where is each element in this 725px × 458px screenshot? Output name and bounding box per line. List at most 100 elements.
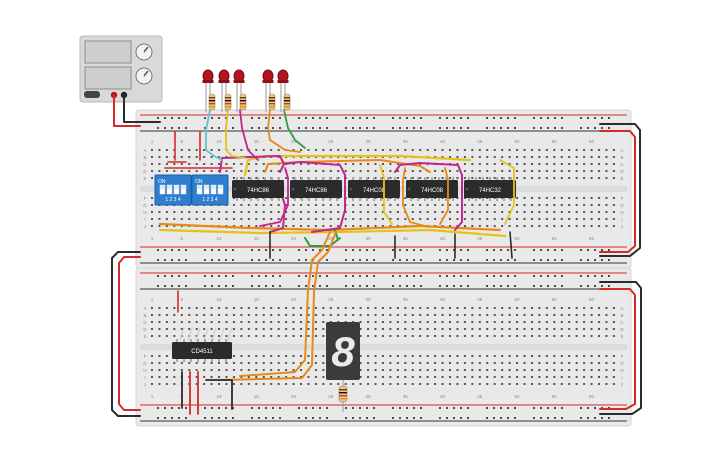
power-supply-icon[interactable] bbox=[79, 35, 163, 103]
wire-orange[interactable] bbox=[439, 167, 449, 225]
chip-lead-line[interactable] bbox=[219, 327, 225, 341]
chip-lead-line[interactable] bbox=[227, 327, 233, 341]
ic-chip-cd4511[interactable]: CD4511 bbox=[172, 339, 232, 362]
rail-jumper-wire[interactable] bbox=[599, 130, 636, 253]
terminal-hole bbox=[255, 335, 258, 337]
dip-switch[interactable]: ON1 2 3 4 bbox=[191, 174, 229, 206]
terminal-hole bbox=[508, 218, 511, 220]
terminal-hole bbox=[359, 328, 362, 330]
rail-jumper-wire[interactable] bbox=[599, 288, 636, 410]
power-wire-ground[interactable] bbox=[123, 94, 161, 123]
terminal-hole bbox=[545, 335, 548, 337]
wire-yellow-bus[interactable] bbox=[158, 228, 507, 238]
chip-lead-line[interactable] bbox=[187, 327, 193, 341]
ic-chip-74hc86[interactable]: 74HC86 bbox=[232, 177, 284, 201]
rail-hole bbox=[547, 259, 549, 261]
wire-magenta[interactable] bbox=[279, 161, 346, 233]
dip-switch-pin-numbers: 1 2 3 4 bbox=[165, 197, 181, 203]
rail-hole bbox=[157, 407, 159, 409]
wire-orange-bus[interactable] bbox=[264, 159, 431, 173]
chip-pin bbox=[510, 177, 512, 181]
terminal-hole bbox=[151, 204, 153, 206]
rail-hole bbox=[272, 127, 274, 129]
terminal-hole bbox=[173, 383, 176, 385]
terminal-hole bbox=[530, 362, 533, 364]
chip-pin bbox=[380, 177, 382, 181]
power-wire-positive[interactable] bbox=[113, 94, 141, 127]
terminal-hole bbox=[247, 335, 250, 337]
led-icon[interactable] bbox=[277, 69, 291, 112]
ic-chip-74hc08[interactable]: 74HC08 bbox=[406, 177, 458, 201]
ic-chip-74hc86[interactable]: 74HC86 bbox=[290, 177, 342, 201]
rail-hole bbox=[453, 259, 455, 261]
terminal-hole bbox=[463, 383, 466, 385]
terminal-hole bbox=[516, 218, 519, 220]
terminal-hole bbox=[247, 307, 250, 309]
terminal-hole bbox=[553, 383, 556, 385]
dip-toggle-knob bbox=[174, 185, 179, 189]
rail-hole bbox=[608, 117, 610, 119]
rail-hole bbox=[366, 417, 368, 419]
wire-cyan[interactable] bbox=[205, 109, 223, 161]
wire-magenta[interactable] bbox=[259, 167, 289, 227]
terminal-hole bbox=[568, 156, 571, 158]
terminal-hole bbox=[285, 211, 288, 213]
rail-jumper-wire[interactable] bbox=[111, 251, 141, 417]
chip-lead-line[interactable] bbox=[203, 327, 209, 341]
terminal-hole bbox=[508, 369, 511, 371]
wire-green[interactable] bbox=[283, 109, 306, 149]
rail-hole bbox=[265, 249, 267, 251]
terminal-hole bbox=[456, 328, 459, 330]
resistor-body bbox=[224, 93, 232, 111]
terminal-hole bbox=[344, 225, 347, 227]
wire-green[interactable] bbox=[304, 237, 341, 247]
wire-orange-display[interactable] bbox=[219, 231, 337, 381]
rail-jumper-wire[interactable] bbox=[599, 123, 641, 257]
wire-magenta[interactable] bbox=[239, 109, 259, 161]
jumper-wire-black[interactable] bbox=[509, 231, 513, 259]
led-icon[interactable] bbox=[218, 69, 232, 112]
terminal-hole bbox=[419, 355, 422, 357]
terminal-hole bbox=[255, 218, 258, 220]
terminal-hole bbox=[381, 355, 384, 357]
rail-hole bbox=[467, 407, 469, 409]
chip-pin bbox=[236, 197, 238, 201]
led-icon[interactable] bbox=[233, 69, 247, 112]
ic-chip-74hc08[interactable]: 74HC08 bbox=[348, 177, 400, 201]
chip-pin bbox=[431, 197, 433, 201]
wire-yellow[interactable] bbox=[225, 109, 246, 159]
led-icon[interactable] bbox=[202, 69, 216, 112]
rail-hole bbox=[204, 117, 206, 119]
chip-lead-line[interactable] bbox=[195, 327, 201, 341]
rail-hole bbox=[211, 259, 213, 261]
terminal-hole bbox=[575, 355, 578, 357]
chip-lead-line[interactable] bbox=[179, 327, 185, 341]
jumper-wire-black[interactable] bbox=[205, 379, 233, 410]
seven-segment-display[interactable]: 8 bbox=[326, 322, 360, 412]
rail-jumper-wire[interactable] bbox=[118, 256, 141, 411]
wire-magenta[interactable] bbox=[219, 155, 285, 173]
wire-yellow-bus[interactable] bbox=[243, 154, 472, 177]
wire-yellow[interactable] bbox=[499, 159, 515, 225]
wire-orange[interactable] bbox=[402, 167, 426, 227]
wire-orange[interactable] bbox=[267, 109, 301, 153]
terminal-hole bbox=[434, 170, 437, 172]
wire-orange-display[interactable] bbox=[239, 231, 331, 377]
terminal-hole bbox=[575, 225, 578, 227]
wire-yellow[interactable] bbox=[379, 164, 393, 225]
ic-chip-74hc32[interactable]: 74HC32 bbox=[464, 177, 516, 201]
terminal-hole bbox=[404, 335, 407, 337]
rail-jumper-wire[interactable] bbox=[599, 281, 642, 415]
chip-pin bbox=[452, 197, 454, 201]
led-icon[interactable] bbox=[262, 69, 276, 112]
terminal-hole bbox=[173, 328, 176, 330]
terminal-hole bbox=[218, 156, 221, 158]
chip-pin bbox=[503, 177, 505, 181]
dip-switch[interactable]: ON1 2 3 4 bbox=[154, 174, 192, 206]
terminal-hole bbox=[508, 362, 511, 364]
chip-lead-line[interactable] bbox=[211, 327, 217, 341]
rail-hole bbox=[500, 259, 502, 261]
wire-magenta[interactable] bbox=[394, 162, 463, 231]
resistor-band bbox=[225, 100, 231, 102]
